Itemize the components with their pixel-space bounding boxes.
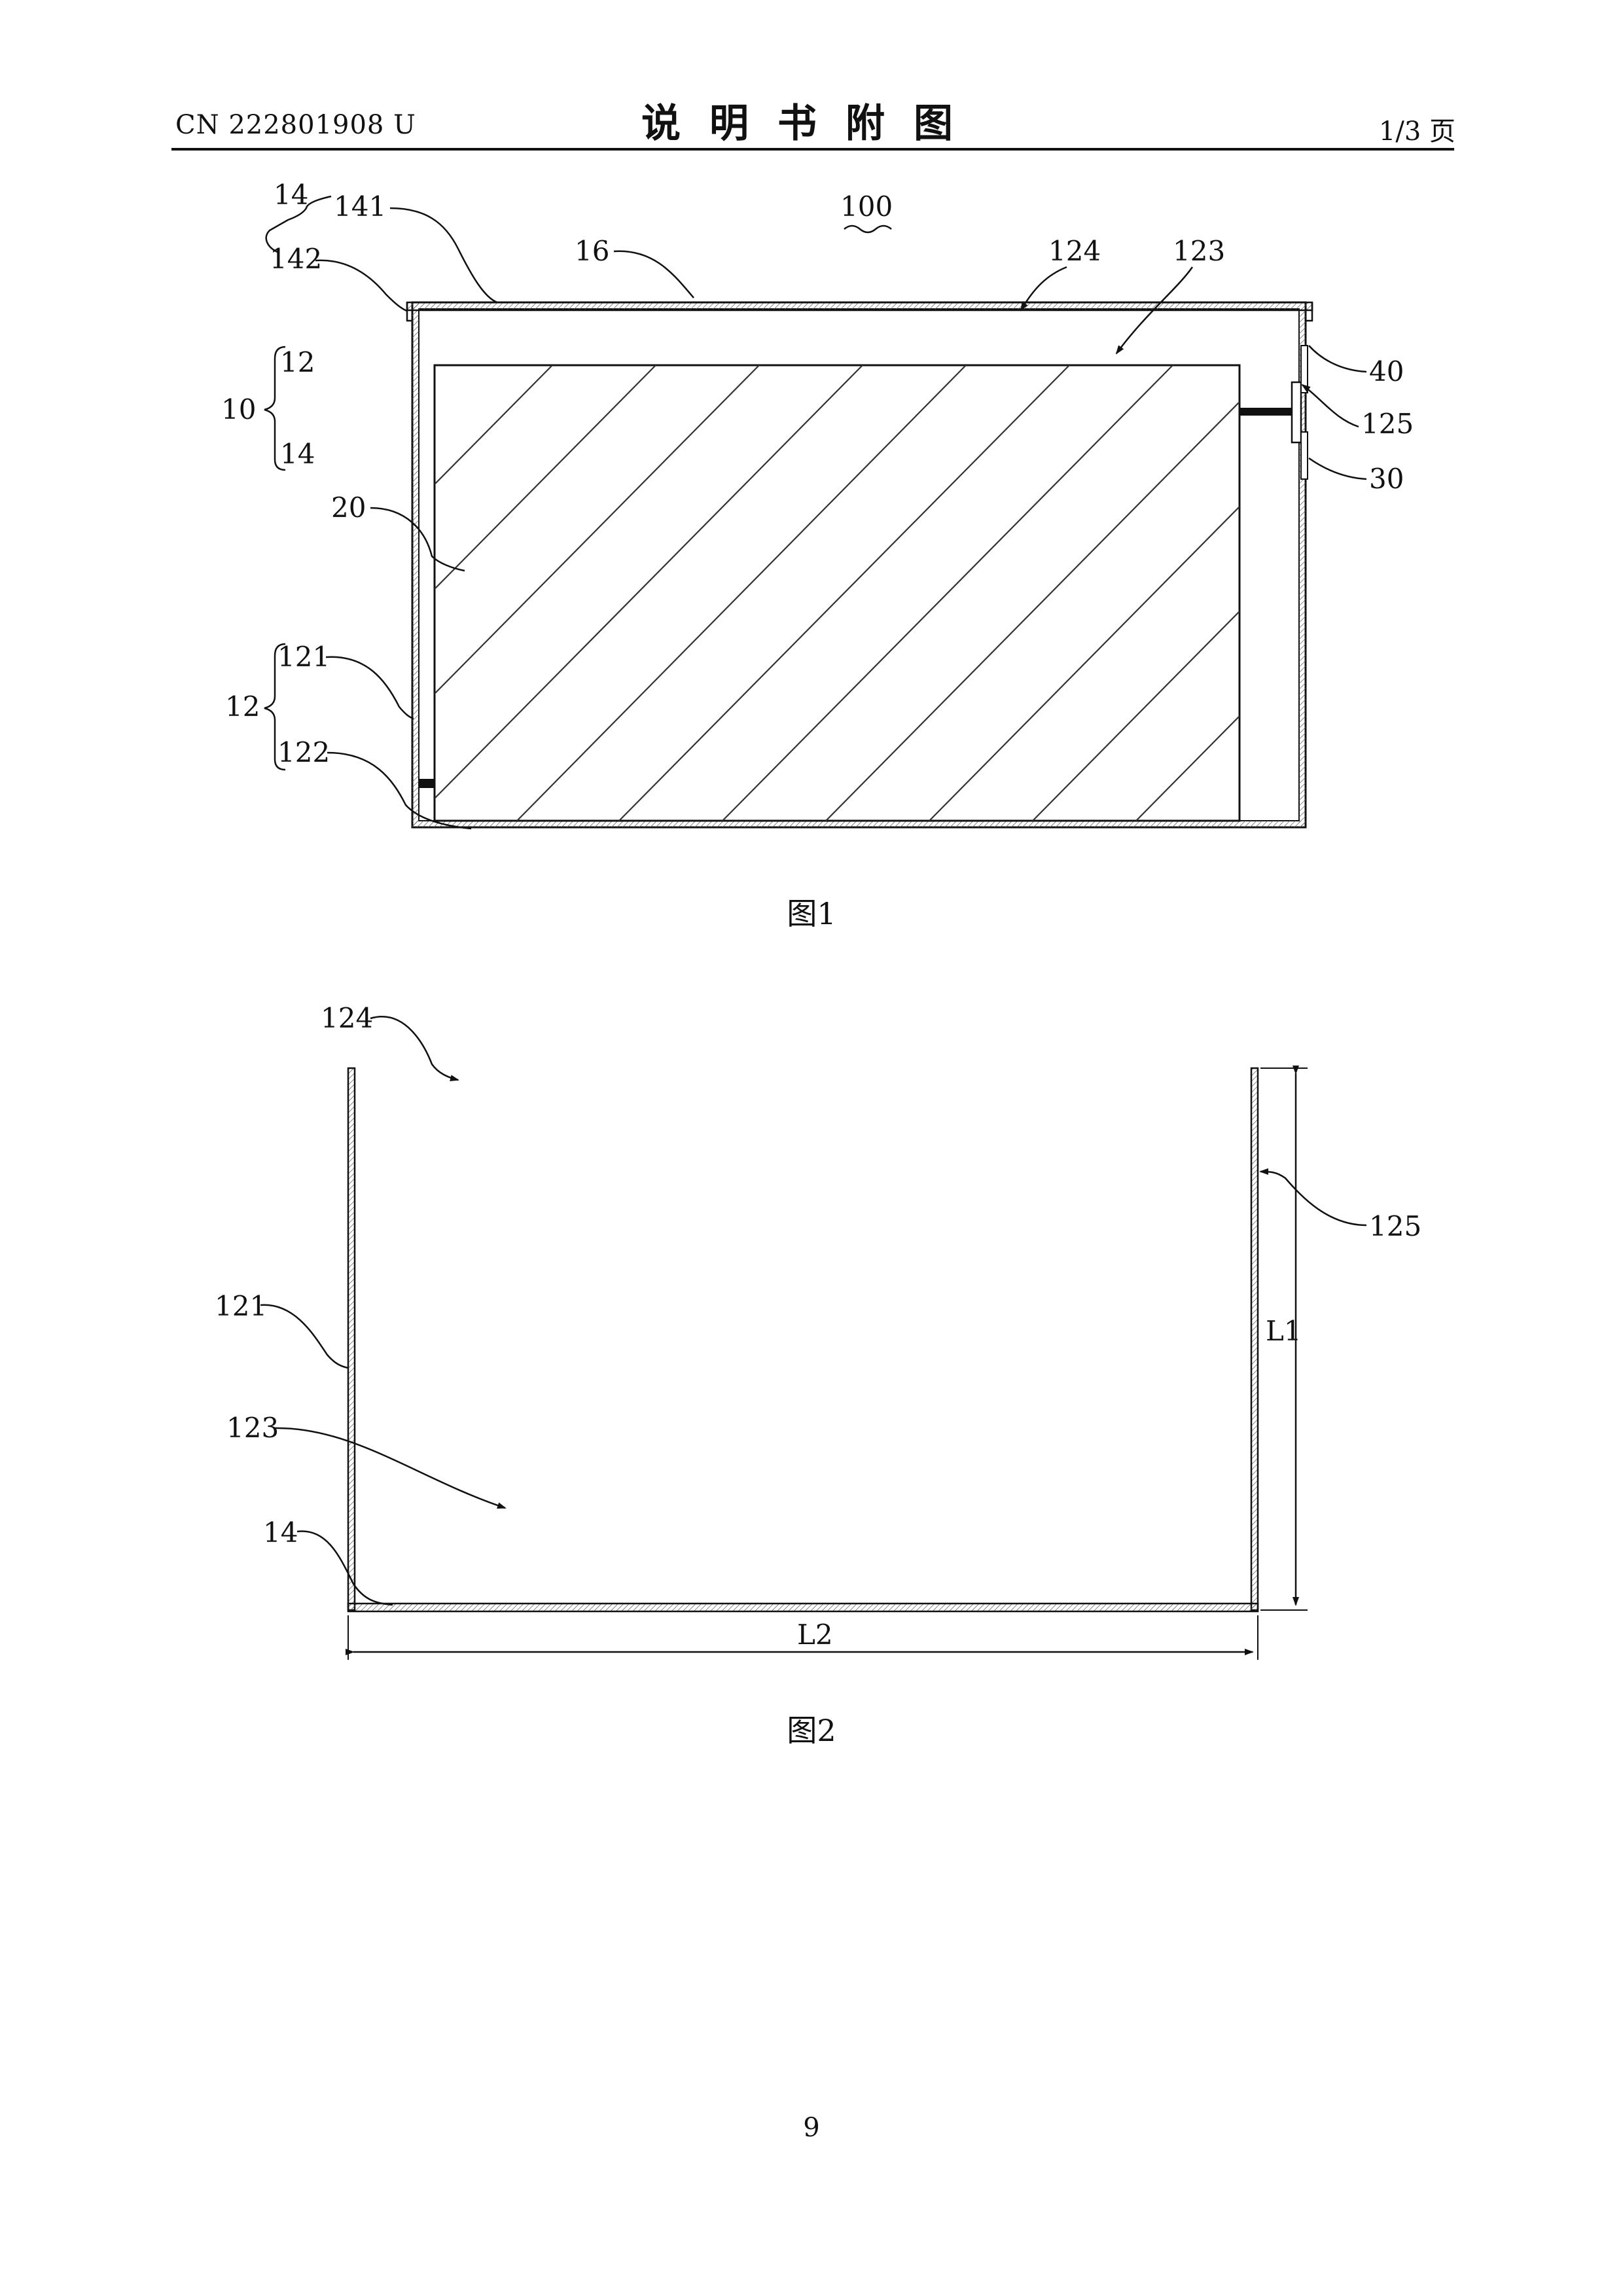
leader-16 bbox=[614, 251, 694, 298]
insulating-spacer bbox=[419, 779, 435, 788]
leader-30 bbox=[1309, 458, 1366, 479]
label-20: 20 bbox=[331, 492, 366, 524]
label-124-fig2: 124 bbox=[321, 1002, 373, 1034]
leader-124-fig2 bbox=[370, 1016, 458, 1080]
label-30: 30 bbox=[1369, 463, 1404, 495]
label-125-fig1: 125 bbox=[1361, 408, 1414, 440]
figure-2-caption: 图2 bbox=[0, 1707, 1623, 1750]
label-121-fig2: 121 bbox=[215, 1290, 267, 1322]
label-124-fig1: 124 bbox=[1048, 235, 1101, 267]
housing-section bbox=[348, 1068, 1258, 1611]
label-l1: L1 bbox=[1266, 1315, 1302, 1347]
leader-125-fig1 bbox=[1302, 385, 1359, 427]
leader-141 bbox=[390, 208, 497, 302]
label-121-fig1: 121 bbox=[277, 641, 330, 673]
leader-14-fig2 bbox=[297, 1531, 393, 1605]
label-100: 100 bbox=[840, 190, 893, 223]
label-122: 122 bbox=[277, 736, 330, 768]
cover-plate bbox=[407, 302, 1312, 321]
leader-123-fig2 bbox=[275, 1428, 505, 1508]
label-14-top: 14 bbox=[274, 179, 308, 211]
label-14-fig2: 14 bbox=[263, 1516, 298, 1549]
housing-outline bbox=[412, 302, 1306, 827]
label-12-brace: 12 bbox=[280, 346, 315, 378]
figure-1-caption: 图1 bbox=[0, 890, 1623, 933]
label-141: 141 bbox=[334, 190, 386, 223]
label-40: 40 bbox=[1369, 355, 1404, 387]
label-16: 16 bbox=[575, 235, 609, 267]
label-123-fig2: 123 bbox=[226, 1412, 279, 1444]
label-125-fig2: 125 bbox=[1369, 1210, 1421, 1242]
tab-connector bbox=[1240, 408, 1292, 416]
label-14-brace: 14 bbox=[280, 438, 315, 470]
label-142: 142 bbox=[270, 243, 322, 275]
page-number: 9 bbox=[0, 2113, 1623, 2143]
battery-cell bbox=[435, 365, 1240, 821]
label-10: 10 bbox=[221, 393, 256, 425]
label-123-fig1: 123 bbox=[1173, 235, 1225, 267]
leader-121-fig1 bbox=[326, 657, 414, 719]
leader-122 bbox=[327, 753, 471, 829]
leader-125-fig2 bbox=[1260, 1172, 1366, 1225]
leader-142 bbox=[315, 260, 407, 311]
leader-40 bbox=[1309, 346, 1366, 372]
label-12-lower: 12 bbox=[225, 691, 260, 723]
squiggle-mark bbox=[844, 226, 891, 232]
label-l2: L2 bbox=[797, 1619, 833, 1651]
leader-121-fig2 bbox=[260, 1305, 348, 1368]
